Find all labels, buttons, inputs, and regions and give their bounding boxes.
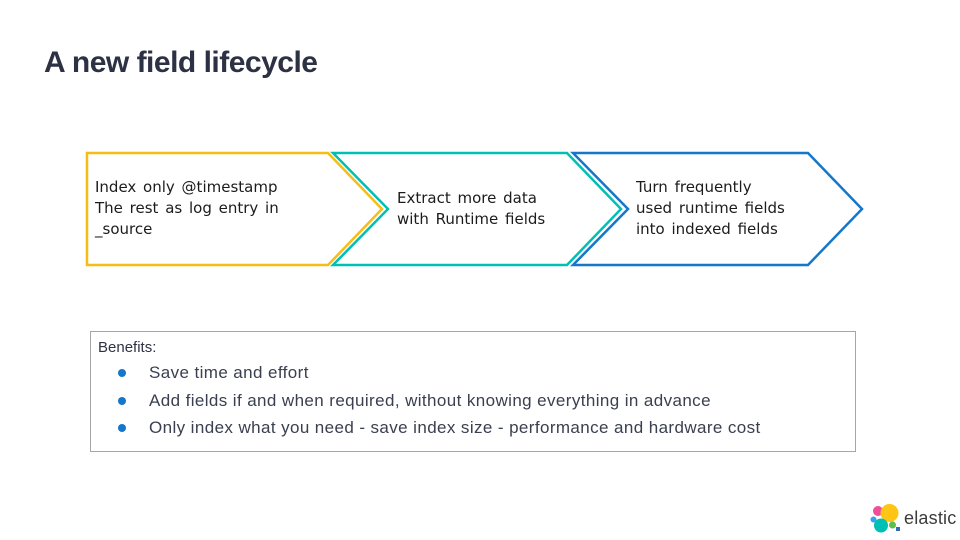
benefits-panel: Benefits: Save time and effort Add field… [90,331,856,452]
elastic-wordmark: elastic [904,508,957,528]
benefit-text: Only index what you need - save index si… [149,418,761,437]
step-1-line-2: The rest as log entry in [95,199,279,217]
lifecycle-flow-diagram [85,151,864,267]
bullet-icon [118,369,126,377]
step-3-line-1: Turn frequently [636,178,752,196]
step-3-text: Turn frequently used runtime fields into… [636,177,785,240]
step-2-line-2: with Runtime fields [397,210,546,228]
benefit-text: Save time and effort [149,363,309,382]
step-3-line-2: used runtime fields [636,199,785,217]
step-1-line-3: _source [95,220,153,238]
bullet-icon [118,397,126,405]
step-1-line-1: Index only @timestamp [95,178,278,196]
elastic-logo: elastic [870,503,956,534]
list-item: Save time and effort [91,362,309,384]
step-2-text: Extract more data with Runtime fields [397,188,545,230]
page-title: A new field lifecycle [44,46,318,79]
benefit-text: Add fields if and when required, without… [149,391,711,410]
chevron-step-3 [570,151,864,267]
chevron-step-2 [330,151,623,267]
elastic-logo-icon [870,504,900,533]
list-item: Only index what you need - save index si… [91,417,761,439]
step-2-line-1: Extract more data [397,189,537,207]
step-3-line-3: into indexed fields [636,220,778,238]
list-item: Add fields if and when required, without… [91,390,711,412]
chevron-step-1 [85,151,384,267]
step-1-text: Index only @timestamp The rest as log en… [95,177,279,240]
bullet-icon [118,424,126,432]
benefits-heading: Benefits: [98,339,157,356]
